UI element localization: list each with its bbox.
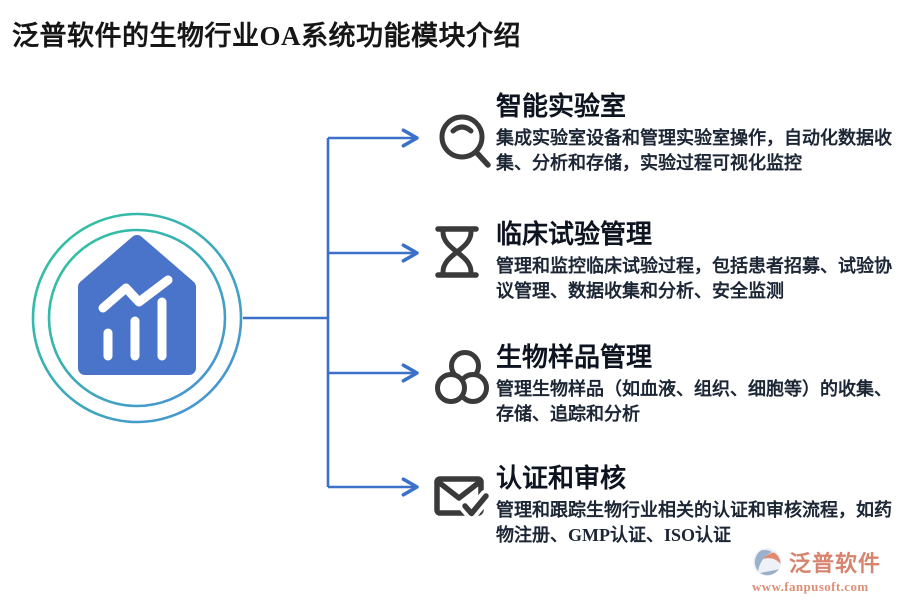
house-chart-icon — [78, 235, 196, 375]
module-title: 智能实验室 — [496, 92, 627, 121]
module-description: 集成实验室设备和管理实验室操作，自动化数据收集、分析和存储，实验过程可视化监控 — [496, 128, 892, 173]
module-certification: 认证和审核 管理和跟踪生物行业相关的认证和审核流程，如药物注册、GMP认证、IS… — [434, 462, 900, 548]
hourglass-icon — [435, 226, 479, 278]
cells-icon — [435, 350, 489, 404]
module-title: 临床试验管理 — [496, 220, 653, 249]
mail-check-icon — [434, 476, 492, 520]
module-description: 管理和跟踪生物行业相关的认证和审核流程，如药物注册、GMP认证、ISO认证 — [496, 500, 892, 545]
fanpu-logo: 泛普软件 www.fanpusoft.com — [752, 546, 897, 595]
logo-name: 泛普软件 — [789, 551, 882, 576]
module-description: 管理生物样品（如血液、组织、细胞等）的收集、存储、追踪和分析 — [496, 379, 892, 424]
module-title: 生物样品管理 — [496, 343, 653, 372]
center-rings-icon — [31, 212, 243, 424]
module-title: 认证和审核 — [496, 464, 627, 493]
module-description: 管理和监控临床试验过程，包括患者招募、试验协议管理、数据收集和分析、安全监测 — [496, 256, 892, 301]
page-title: 泛普软件的生物行业OA系统功能模块介绍 — [12, 21, 521, 51]
connector-lines — [243, 128, 419, 497]
magnifier-icon — [439, 114, 491, 168]
logo-mark-icon — [753, 548, 781, 576]
module-smart-laboratory: 智能实验室 集成实验室设备和管理实验室操作，自动化数据收集、分析和存储，实验过程… — [434, 90, 900, 176]
module-clinical-trials: 临床试验管理 管理和监控临床试验过程，包括患者招募、试验协议管理、数据收集和分析… — [434, 218, 900, 304]
module-bio-samples: 生物样品管理 管理生物样品（如血液、组织、细胞等）的收集、存储、追踪和分析 — [434, 341, 900, 427]
logo-url: www.fanpusoft.com — [752, 579, 869, 594]
